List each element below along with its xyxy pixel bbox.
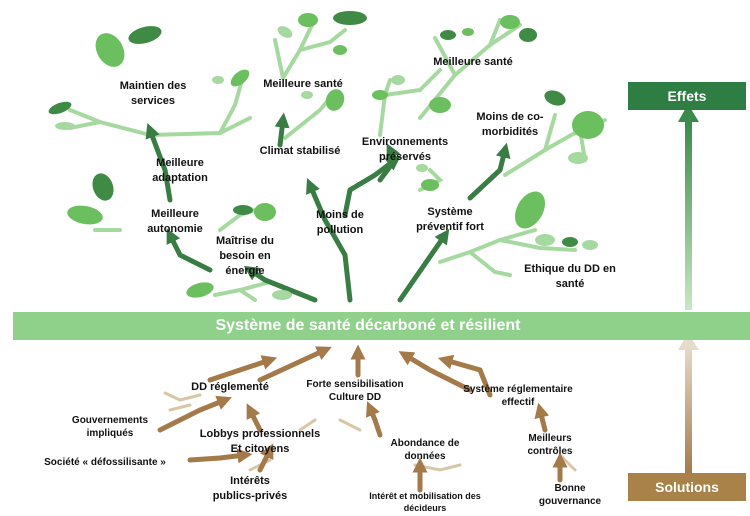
leaf-icon <box>230 69 250 87</box>
upper-tree-arrows <box>145 112 511 303</box>
leaf-icon <box>372 90 388 100</box>
effect-moins-de-comorbidites: Moins de co- morbidités <box>476 111 544 138</box>
solution-systeme-reglementaire: Système réglementaire effectif <box>463 384 573 408</box>
effect-maintien-des-services: Maintien des services <box>119 80 187 107</box>
leaf-icon <box>325 89 345 111</box>
central-band <box>13 312 750 340</box>
effect-meilleure-sante-right: Meilleure santé <box>433 56 513 68</box>
effect-ethique-dd-sante: Ethique du DD en santé <box>524 263 616 290</box>
central-band-label: Système de santé décarboné et résilient <box>215 317 521 334</box>
solution-interets-publics-prives: Intérêts publics-privés <box>212 475 288 502</box>
solution-interet-mobilisation-decideurs: Intérêt et mobilisation des décideurs <box>369 491 481 513</box>
leaf-icon <box>212 76 224 84</box>
solutions-side-arrow <box>678 333 699 473</box>
effects-side-arrow <box>678 104 699 310</box>
leaf-icon <box>421 179 439 191</box>
leaf-icon <box>519 28 537 42</box>
leaf-icon <box>429 97 451 113</box>
leaf-icon <box>277 26 293 38</box>
leaf-icon <box>333 45 347 55</box>
solution-bonne-gouvernance: Bonne gouvernance <box>538 483 602 507</box>
leaf-icon <box>568 152 588 164</box>
effect-environnements-preserves: Environnements préservés <box>361 136 449 163</box>
leaf-icon <box>92 173 114 201</box>
leaf-icon <box>55 122 75 130</box>
solution-gouvernements-impliques: Gouvernements impliqués <box>71 415 149 439</box>
effect-climat-stabilise: Climat stabilisé <box>259 145 341 157</box>
leaf-icon <box>272 290 292 300</box>
leaf-icon <box>128 26 162 44</box>
leaf-icon <box>95 33 125 67</box>
solutions-tag: Solutions <box>628 473 746 501</box>
leaf-icon <box>301 91 313 99</box>
leaf-icon <box>514 191 546 229</box>
effect-maitrise-besoin-energie: Maîtrise du besoin en énergie <box>215 235 275 277</box>
leaf-icon <box>254 203 276 221</box>
leaf-icon <box>67 205 103 225</box>
solution-dd-reglemente: DD réglementé <box>191 381 269 393</box>
leaf-icon <box>416 164 428 172</box>
leaf-icon <box>333 11 367 25</box>
leaf-icons <box>48 11 604 300</box>
leaf-icon <box>48 101 72 115</box>
leaf-icon <box>298 13 318 27</box>
leaf-icon <box>544 90 566 106</box>
effect-meilleure-adaptation: Meilleure adaptation <box>152 157 208 184</box>
effets-tag: Effets <box>628 82 746 110</box>
effect-meilleure-sante-center: Meilleure santé <box>263 78 343 90</box>
leaf-icon <box>233 205 253 215</box>
solution-societe-defossilisante: Société « défossilisante » <box>44 457 166 468</box>
solution-forte-sensibilisation: Forte sensibilisation Culture DD <box>306 379 404 403</box>
effect-meilleure-autonomie: Meilleure autonomie <box>147 208 203 235</box>
leaf-icon <box>535 234 555 246</box>
leaf-icon <box>582 240 598 250</box>
solution-abondance-de-donnees: Abondance de données <box>390 438 460 462</box>
solution-meilleurs-controles: Meilleurs contrôles <box>527 433 573 457</box>
effect-moins-de-pollution: Moins de pollution <box>316 209 364 236</box>
leaf-icon <box>500 15 520 29</box>
leaf-icon <box>391 75 405 85</box>
leaf-icon <box>562 237 578 247</box>
effect-systeme-preventif-fort: Système préventif fort <box>416 206 484 233</box>
root-branches <box>163 391 577 472</box>
leaf-icon <box>186 282 214 298</box>
root-arrows <box>157 344 568 493</box>
leaf-icon <box>572 111 604 139</box>
solution-lobbys-professionnels: Lobbys professionnels Et citoyens <box>199 428 321 455</box>
leaf-icon <box>462 28 474 36</box>
leaf-icon <box>440 30 456 40</box>
